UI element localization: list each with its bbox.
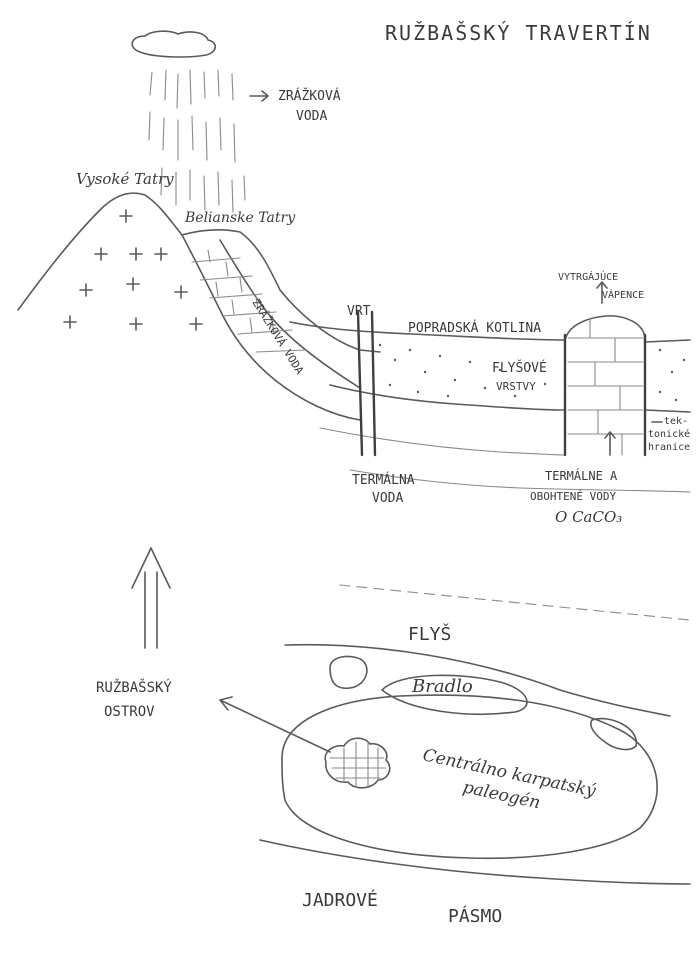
basin-layers (289, 321, 691, 493)
ruzbassky-ostrov-label-2: OSTROV (104, 704, 155, 720)
central-paleogene-oval (281, 694, 658, 860)
bradlo-label: Bradlo (411, 676, 473, 697)
pasmo-label: PÁSMO (448, 905, 502, 927)
island-pointer-arrow (219, 696, 331, 753)
thermal-up-arrow (604, 431, 616, 456)
granite-crosses (63, 209, 203, 331)
termalna-voda-label-1: TERMÁLNA (352, 472, 415, 488)
big-up-arrow (131, 547, 171, 649)
vysoke-tatry-peak (17, 192, 183, 311)
popradska-kotlina-label: POPRADSKÁ KOTLINA (408, 320, 541, 336)
vysoke-tatry-label: Vysoké Tatry (76, 170, 174, 188)
tektonicke-label-1: tek- (664, 416, 688, 427)
termalne-label-2: OBOHTENÉ VODY (530, 490, 616, 503)
flys-label: FLYŠ (408, 623, 451, 645)
limestone-arrow (596, 281, 608, 304)
vrt-well (356, 310, 377, 457)
rain-arrow (249, 90, 269, 102)
termalne-label-1: TERMÁLNE A (545, 468, 618, 483)
termalne-label-3: O CaCO₃ (555, 508, 622, 526)
klippen-lenses (329, 655, 637, 751)
cloud (131, 30, 217, 58)
rain-lines (148, 69, 246, 213)
ruzbachy-island (324, 737, 391, 789)
rain-water-label-1: ZRÁŽKOVÁ (278, 88, 341, 104)
vytrgajuce-label-2: VÁPENCE (602, 288, 644, 301)
title: RUŽBAŠSKÝ TRAVERTÍN (385, 21, 652, 45)
belianske-tatry-slope (181, 229, 381, 421)
ruzbassky-ostrov-label-1: RUŽBAŠSKÝ (96, 678, 172, 696)
flysove-label-2: VRSTVY (496, 380, 536, 393)
vytrgajuce-label-1: VYTRGÁJÚCE (558, 270, 618, 283)
vrt-label: VRT (347, 304, 371, 319)
rain-water-label-2: VODA (296, 109, 327, 124)
jadrove-label: JADROVÉ (302, 889, 378, 911)
limestone-block (563, 315, 647, 457)
tektonicke-label-2: tonické (648, 428, 690, 440)
belianske-tatry-label: Belianske Tatry (184, 210, 296, 226)
map-boundaries (259, 584, 691, 885)
flysove-label-1: FLYŠOVÉ (492, 360, 547, 376)
tektonicke-label-3: hranice (648, 442, 690, 453)
flysch-dots (378, 343, 686, 402)
termalna-voda-label-2: VODA (372, 491, 403, 506)
